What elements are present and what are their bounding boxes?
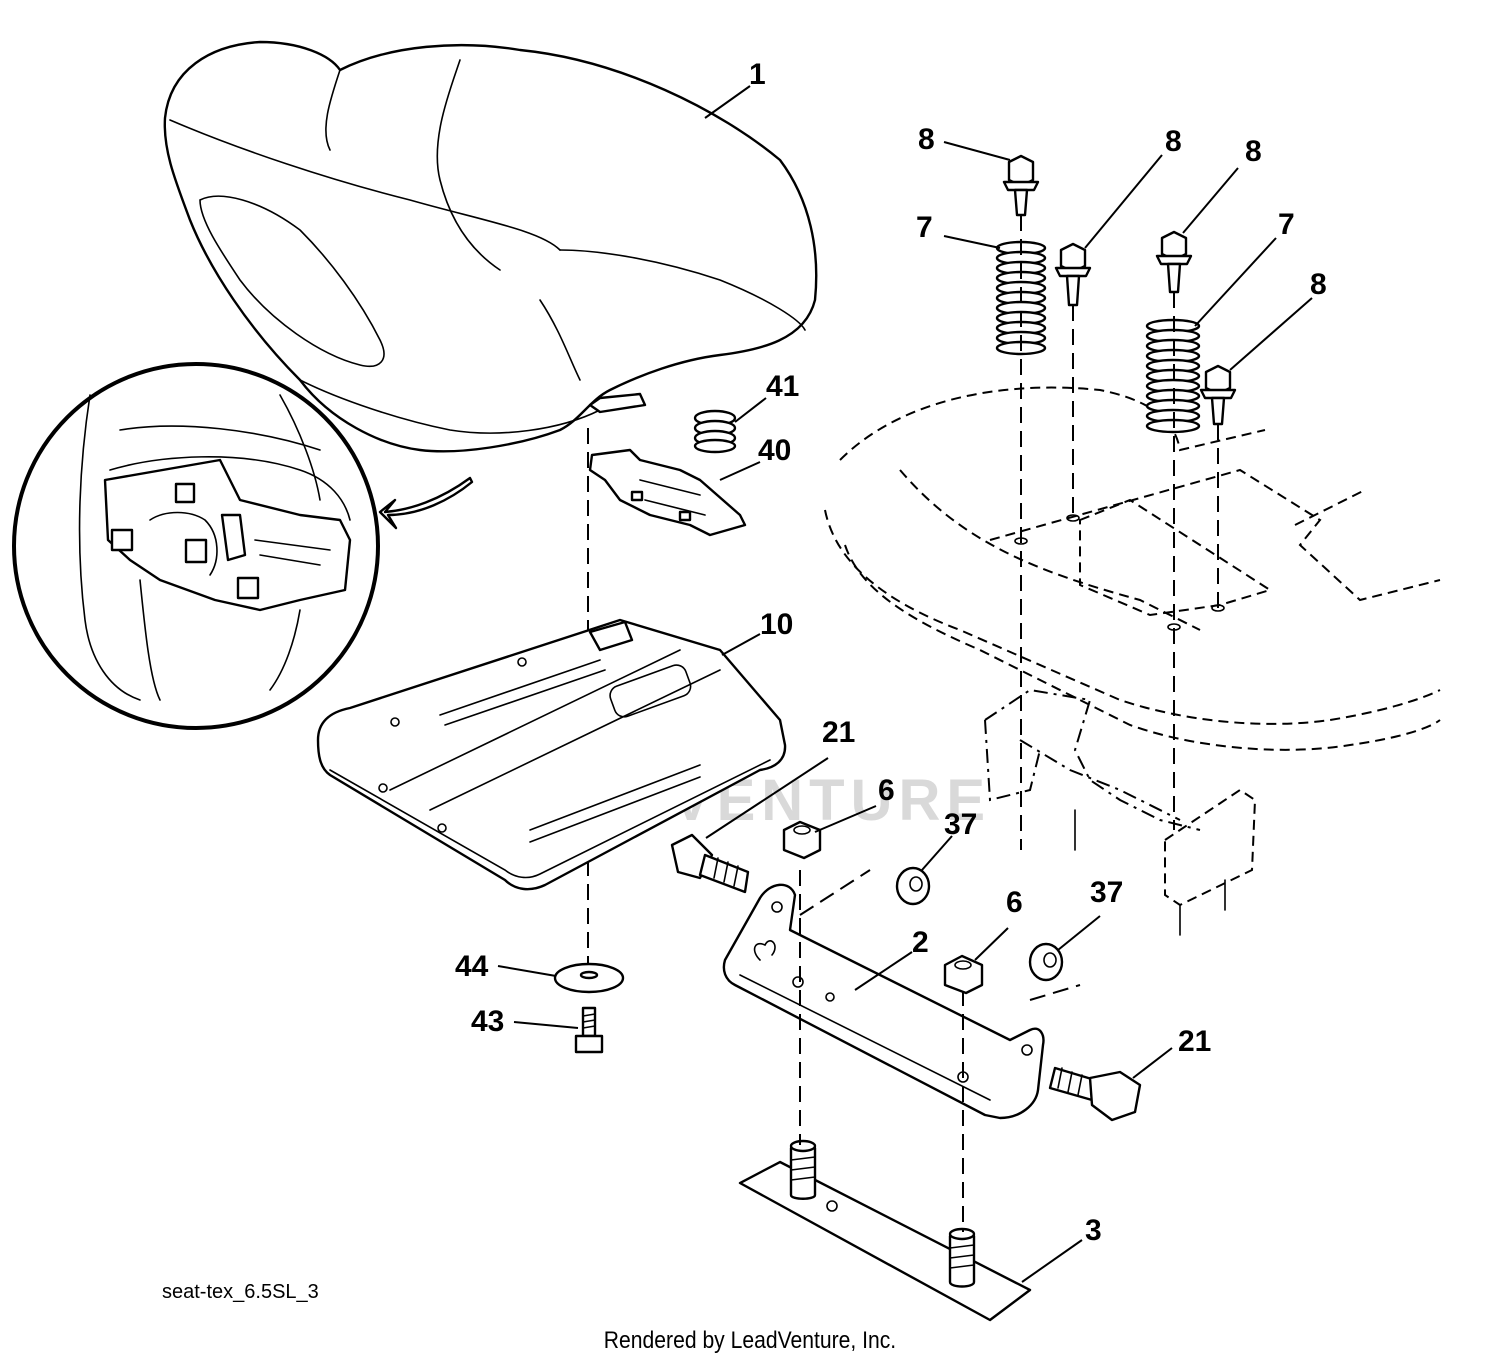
spring-part-41[interactable] (693, 409, 737, 454)
bolt-part-8-d[interactable] (1199, 364, 1237, 426)
nut-part-6-upper[interactable] (782, 820, 822, 860)
callout-44: 44 (455, 950, 489, 983)
plate-part-3[interactable] (738, 1139, 1032, 1322)
callout-labels: 1 8 8 8 8 7 7 41 40 10 21 6 37 6 37 2 44… (455, 58, 1327, 1247)
callout-1: 1 (749, 58, 766, 91)
callout-37: 37 (944, 808, 977, 841)
callout-2: 2 (912, 926, 929, 959)
detail-view-circle (12, 362, 474, 730)
callout-41: 41 (766, 370, 799, 403)
clip-part-40[interactable] (588, 448, 747, 537)
callout-7: 7 (916, 211, 933, 244)
flange-nut-part-37-lower[interactable] (1028, 942, 1064, 982)
callout-6: 6 (1006, 886, 1023, 919)
callout-21: 21 (1178, 1025, 1211, 1058)
bolt-part-8-c[interactable] (1155, 230, 1193, 294)
tractor-frame-outline (824, 386, 1441, 936)
diagram-code-label: seat-tex_6.5SL_3 (162, 1281, 319, 1303)
bumper-part-44[interactable] (553, 962, 625, 994)
nut-part-6-lower[interactable] (943, 954, 984, 995)
flange-nut-part-37-upper[interactable] (895, 866, 931, 906)
bracket-part-2[interactable] (722, 883, 1045, 1120)
callout-8: 8 (918, 123, 935, 156)
bolt-part-8-a[interactable] (1002, 154, 1040, 217)
footer-credit: Rendered by LeadVenture, Inc. (603, 1327, 897, 1354)
callout-3: 3 (1085, 1214, 1102, 1247)
bolt-part-8-b[interactable] (1054, 242, 1092, 307)
callout-40: 40 (758, 434, 791, 467)
screw-part-43[interactable] (574, 1006, 604, 1054)
callout-8: 8 (1310, 268, 1327, 301)
callout-43: 43 (471, 1005, 504, 1038)
bolt-part-21-left[interactable] (670, 833, 750, 894)
seat-pan-part-10[interactable] (316, 618, 787, 891)
callout-7: 7 (1278, 208, 1295, 241)
callout-21: 21 (822, 716, 855, 749)
callout-10: 10 (760, 608, 793, 641)
seat-part-1[interactable] (163, 40, 818, 453)
callout-37: 37 (1090, 876, 1123, 909)
bolt-part-21-right[interactable] (1048, 1066, 1142, 1122)
callout-8: 8 (1165, 125, 1182, 158)
leader-lines (497, 85, 1313, 1283)
callout-8: 8 (1245, 135, 1262, 168)
callout-6: 6 (878, 774, 895, 807)
